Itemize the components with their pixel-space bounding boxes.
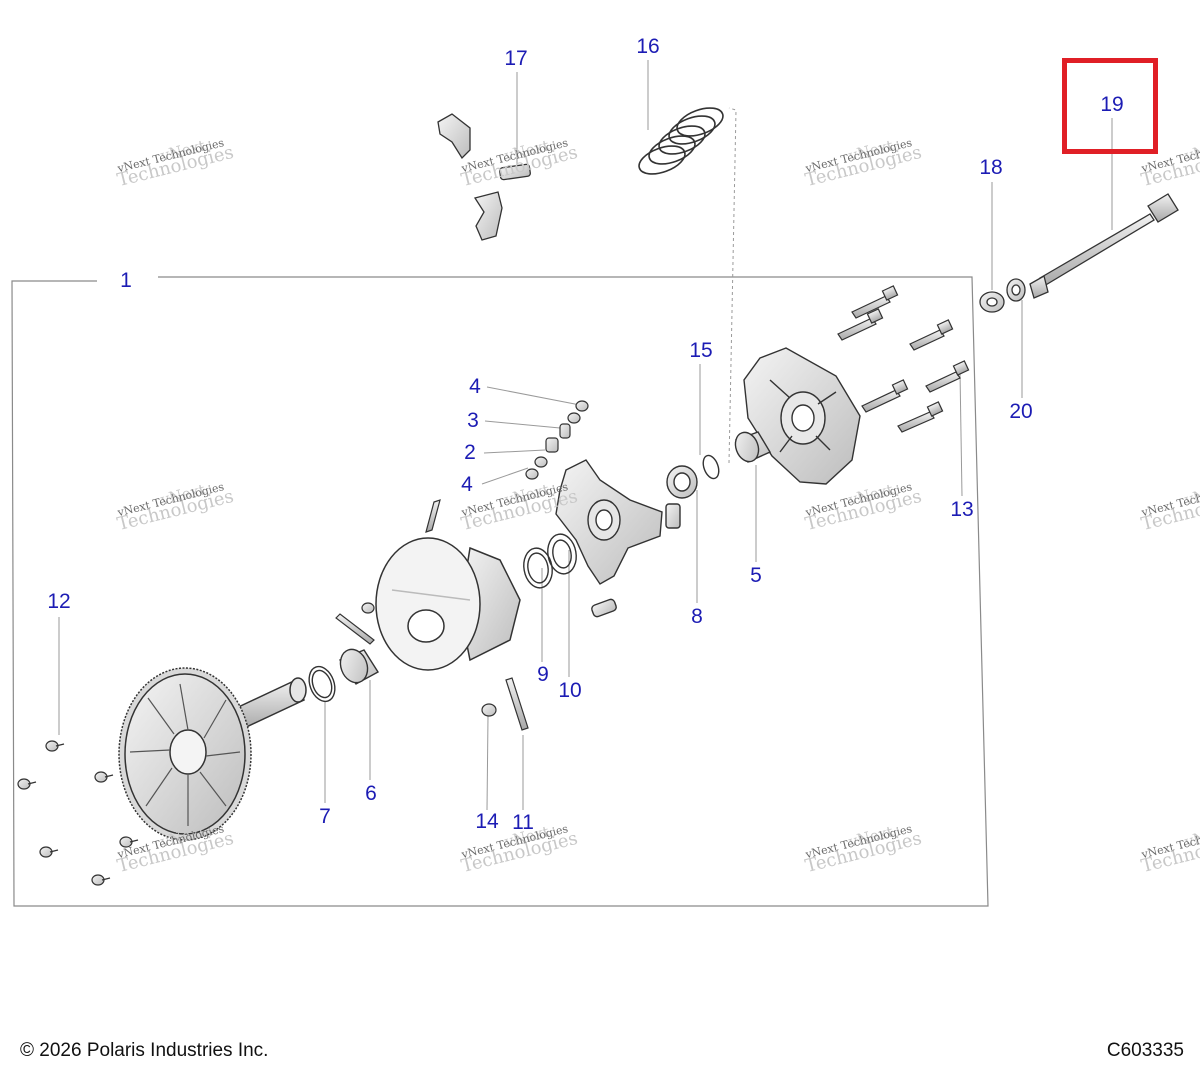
copyright-notice: © 2026 Polaris Industries Inc. [20,1040,269,1061]
leader-lines [58,60,1113,811]
callout-10[interactable]: 10 [558,679,582,702]
part-7-ring[interactable] [305,663,340,705]
part-14-nut[interactable] [361,602,497,717]
part-18-nut[interactable] [979,291,1005,313]
callout-1[interactable]: 1 [120,269,132,292]
part-11-pin[interactable] [335,499,529,731]
part-9-seal[interactable] [521,546,556,590]
callout-11[interactable]: 11 [512,811,534,834]
callout-12[interactable]: 12 [47,590,71,613]
part-5-cover[interactable] [743,347,861,485]
part-12-screws[interactable] [17,740,139,886]
callout-18[interactable]: 18 [979,156,1003,179]
callout-15[interactable]: 15 [689,339,713,362]
callout-8[interactable]: 8 [691,605,703,628]
callout-6[interactable]: 6 [365,782,377,805]
parts-2-4-rollers[interactable] [525,400,589,480]
callout-4[interactable]: 4 [461,473,473,496]
diagram-code: C603335 [1106,1040,1184,1061]
callout-16[interactable]: 16 [636,35,660,58]
part-19-bolt[interactable] [1029,193,1179,299]
callout-14[interactable]: 14 [475,810,499,833]
callout-9[interactable]: 9 [537,663,549,686]
part-8-collar[interactable] [665,465,698,529]
part-10-spider[interactable] [555,459,663,618]
fixed-sheave[interactable] [118,667,307,841]
moveable-sheave[interactable] [375,537,521,671]
part-13-bolts[interactable] [837,285,970,433]
callout-3[interactable]: 3 [467,409,479,432]
callout-19[interactable]: 19 [1100,93,1124,116]
part-20-washer[interactable] [1006,278,1026,302]
part-17-weights[interactable] [437,113,531,241]
part-16-spring[interactable] [635,103,726,180]
callout-20[interactable]: 20 [1009,400,1033,423]
callout-4[interactable]: 4 [469,375,481,398]
callout-2[interactable]: 2 [464,441,476,464]
assembly-frame [11,276,989,907]
part-10-seal[interactable] [545,532,580,576]
callout-5[interactable]: 5 [750,564,762,587]
callout-7[interactable]: 7 [319,805,331,828]
part-15-bushing[interactable] [700,429,772,481]
part-6-bushing[interactable] [336,646,379,687]
callout-13[interactable]: 13 [950,498,974,521]
callout-17[interactable]: 17 [504,47,528,70]
